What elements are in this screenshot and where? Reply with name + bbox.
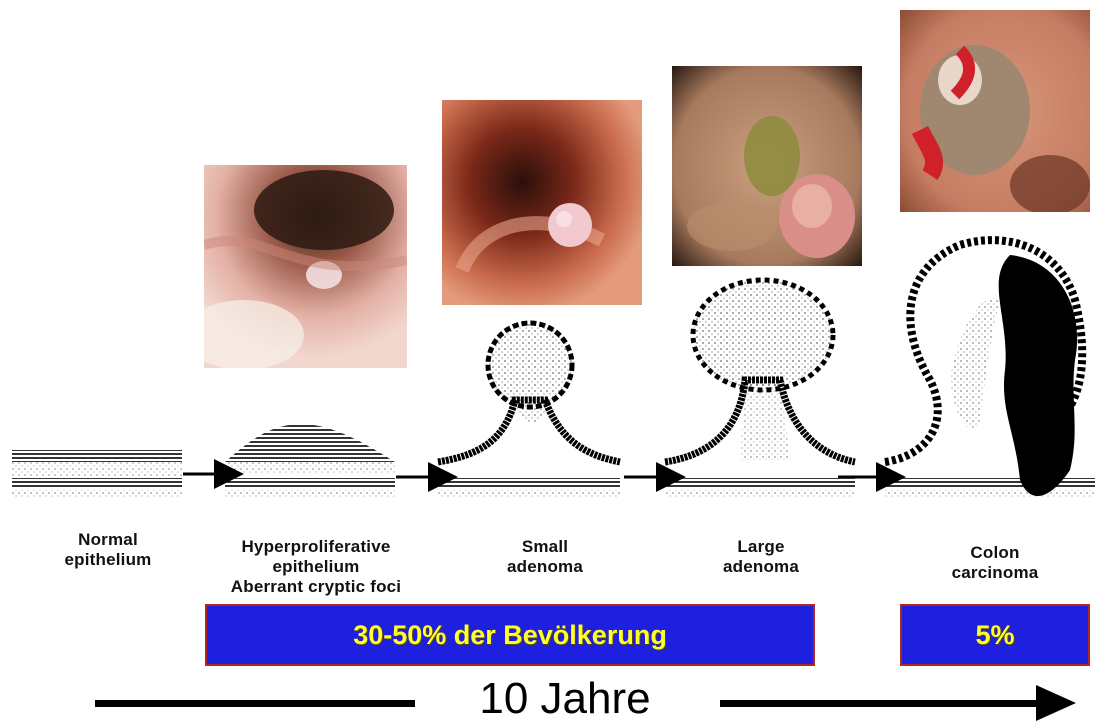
label-line: epithelium [231,557,401,577]
label-line: adenoma [507,557,583,577]
drawing-colon-carcinoma [885,240,1095,498]
drawing-small-adenoma [438,323,620,498]
stage-label-normal-epithelium: Normal epithelium [64,530,151,570]
label-line: Hyperproliferative [231,537,401,557]
stage-label-hyperproliferative: Hyperproliferative epithelium Aberrant c… [231,537,401,597]
drawing-hyperproliferative [225,424,395,498]
label-line: Colon [952,543,1039,563]
stage-label-colon-carcinoma: Colon carcinoma [952,543,1039,583]
label-line: Aberrant cryptic foci [231,577,401,597]
prevalence-bar-population: 30-50% der Bevölkerung [205,604,815,666]
label-line: epithelium [64,550,151,570]
stage-label-large-adenoma: Large adenoma [723,537,799,577]
timeline-arrowhead-icon [1036,685,1076,721]
label-line: Normal [64,530,151,550]
timeline-label: 10 Jahre [430,675,700,723]
label-line: Large [723,537,799,557]
label-line: adenoma [723,557,799,577]
drawing-normal-epithelium [12,450,182,498]
timeline-line-left [95,700,415,707]
drawing-large-adenoma [665,280,855,498]
label-line: carcinoma [952,563,1039,583]
prevalence-bar-carcinoma: 5% [900,604,1090,666]
stage-label-small-adenoma: Small adenoma [507,537,583,577]
timeline-line-right [720,700,1040,707]
label-line: Small [507,537,583,557]
